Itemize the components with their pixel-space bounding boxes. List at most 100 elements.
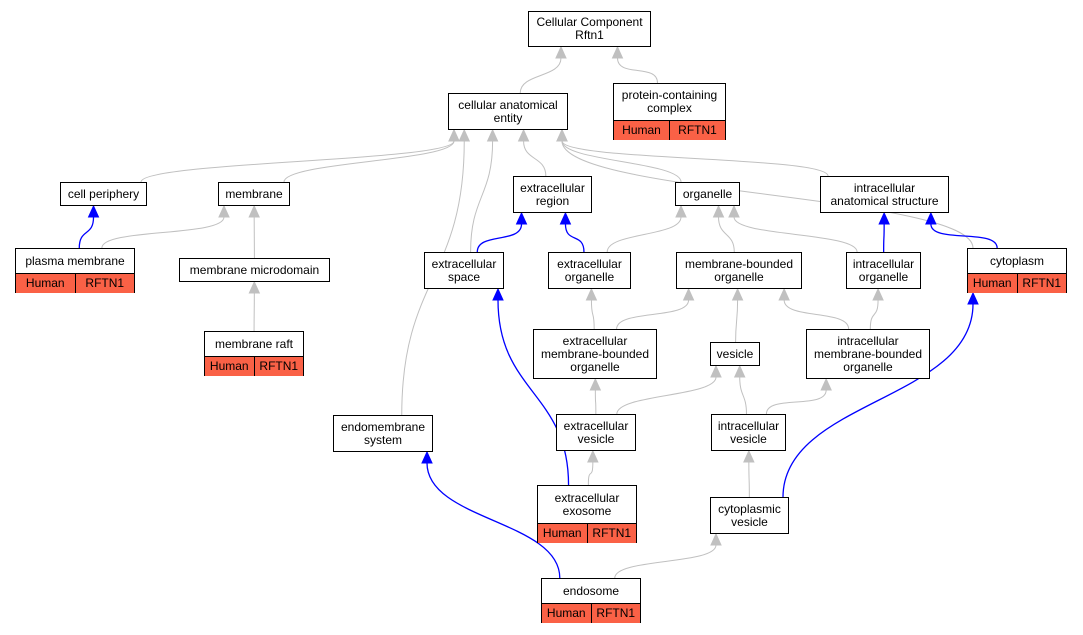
edge-part_of-endosome-endomem (426, 462, 561, 579)
edge-part_of-cytoves-cytoplasm (782, 303, 974, 498)
arrowhead-icon (87, 204, 100, 218)
arrowhead-icon (556, 128, 568, 142)
go-term-label: intracellular organelle (852, 256, 915, 284)
arrowhead-icon (728, 204, 740, 218)
edge-is_a-plasmamem-membrane (101, 216, 225, 249)
arrowhead-icon (218, 204, 230, 218)
go-term-label: intracellular anatomical structure (830, 180, 939, 208)
arrowhead-icon (675, 204, 687, 218)
go-term-membrane[interactable]: membrane (218, 182, 290, 206)
edge-part_of-plasmamem-cellperiph (78, 216, 95, 249)
arrowhead-icon (486, 128, 499, 142)
arrowhead-icon (421, 450, 433, 464)
edge-is_a-intves-intmbo (765, 389, 827, 415)
arrowhead-icon (710, 364, 722, 378)
edge-is_a-cae-root (519, 57, 562, 94)
edge-part_of-intorg-ias (883, 223, 885, 253)
edge-part_of-cytoplasm-ias (930, 223, 998, 249)
go-term-label: extracellular space (431, 256, 497, 284)
arrowhead-icon (878, 211, 890, 225)
go-term-label: endomembrane system (340, 419, 426, 447)
edge-part_of-excspace-excreg (476, 223, 523, 253)
go-term-label: extracellular organelle (557, 256, 622, 284)
go-term-cellperiph[interactable]: cell periphery (60, 182, 147, 206)
go-term-label: vesicle (716, 346, 754, 361)
arrowhead-icon (559, 211, 572, 225)
go-term-label: intracellular membrane-bounded organelle (813, 333, 923, 374)
go-term-cytoves[interactable]: cytoplasmic vesicle (710, 497, 789, 534)
edge-is_a-intmbo-intorg (869, 299, 879, 330)
go-term-excspace[interactable]: extracellular space (424, 252, 504, 289)
edge-is_a-cytoplasm-cae (561, 140, 974, 249)
species-tag: Human (542, 604, 591, 623)
edge-is_a-endosome-cytoves (614, 544, 717, 579)
go-term-label: membrane microdomain (189, 262, 320, 277)
edge-is_a-intorg-organelle (733, 216, 858, 253)
arrowhead-icon (872, 287, 884, 301)
edge-is_a-excorg-organelle (606, 216, 682, 253)
go-term-excreg[interactable]: extracellular region (513, 176, 592, 213)
edge-is_a-excmbo-mbo (616, 299, 690, 330)
edge-part_of-excorg-excreg (564, 223, 585, 253)
go-term-cae[interactable]: cellular anatomical entity (448, 93, 568, 130)
edge-is_a-mbo-organelle (718, 216, 735, 253)
arrowhead-icon (517, 128, 530, 142)
arrowhead-icon (820, 377, 832, 391)
edge-is_a-cellperiph-cae (140, 140, 455, 183)
edge-is_a-pcc-root (617, 57, 658, 84)
go-term-intorg[interactable]: intracellular organelle (846, 252, 921, 289)
go-term-excmbo[interactable]: extracellular membrane-bounded organelle (533, 329, 657, 379)
go-term-intves[interactable]: intracellular vesicle (711, 414, 786, 451)
species-tag: Human (614, 121, 669, 140)
gene-tag: RFTN1 (590, 604, 640, 623)
go-term-root[interactable]: Cellular Component Rftn1 (528, 11, 651, 47)
gene-tag: RFTN1 (586, 524, 636, 543)
edge-is_a-vesicle-mbo (735, 299, 739, 343)
edge-is_a-membrane-cae (283, 140, 455, 183)
go-term-vesicle[interactable]: vesicle (710, 342, 760, 366)
arrowhead-icon (515, 211, 528, 225)
gene-tag: RFTN1 (74, 274, 134, 293)
edge-is_a-excspace-cae (470, 140, 494, 253)
arrowhead-icon (733, 364, 746, 378)
go-term-label: cytoplasmic vesicle (718, 501, 781, 529)
go-term-label: Cellular Component Rftn1 (536, 15, 643, 42)
go-term-excorg[interactable]: extracellular organelle (548, 252, 631, 289)
go-term-label: extracellular exosome (554, 490, 620, 518)
arrowhead-icon (589, 377, 602, 391)
edge-is_a-exosome-excves (587, 461, 594, 486)
edge-is_a-cytoves-intves (748, 461, 750, 498)
arrowhead-icon (682, 287, 695, 301)
go-term-excves[interactable]: extracellular vesicle (556, 414, 636, 451)
go-term-mbo[interactable]: membrane-bounded organelle (676, 252, 802, 289)
species-tag: Human (205, 357, 254, 376)
arrowhead-icon (555, 45, 567, 59)
go-term-endomem[interactable]: endomembrane system (333, 415, 433, 452)
go-term-organelle[interactable]: organelle (675, 182, 740, 206)
arrowhead-icon (743, 449, 755, 463)
go-term-label: plasma membrane (25, 253, 125, 268)
arrowhead-icon (248, 280, 261, 294)
arrowhead-icon (587, 449, 599, 463)
go-term-intmbo[interactable]: intracellular membrane-bounded organelle (806, 329, 930, 379)
go-term-label: cytoplasm (989, 253, 1045, 268)
edge-is_a-excves-vesicle (616, 376, 717, 415)
go-term-ias[interactable]: intracellular anatomical structure (820, 176, 949, 213)
go-term-label: protein-containing complex (621, 88, 718, 115)
go-term-memmicro[interactable]: membrane microdomain (179, 258, 330, 282)
arrowhead-icon (492, 287, 504, 301)
edge-is_a-ias-cae (561, 140, 829, 177)
gene-tag: RFTN1 (669, 121, 725, 140)
go-term-label: membrane-bounded organelle (684, 256, 794, 284)
